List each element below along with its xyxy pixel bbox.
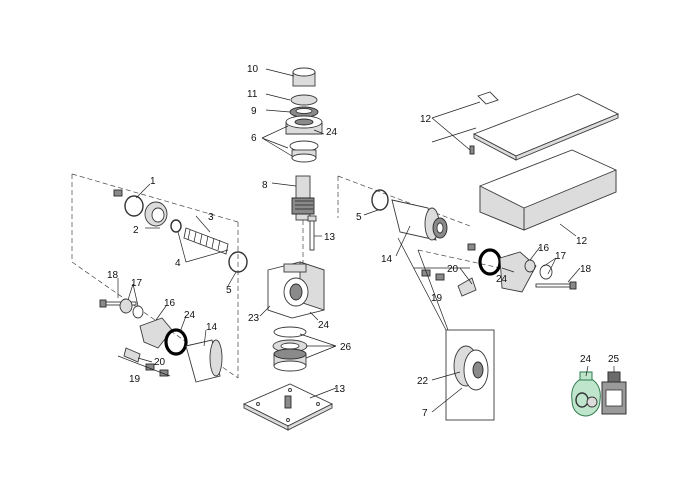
callout-5-right: 5	[356, 212, 362, 223]
callout-13-center: 13	[324, 232, 336, 243]
callout-19-left: 19	[129, 374, 141, 385]
callout-26: 26	[340, 342, 352, 353]
callout-20-right: 20	[447, 264, 459, 275]
callout-25: 25	[608, 354, 620, 365]
oring-part-5-right	[371, 189, 389, 211]
shaft-part-8	[291, 175, 315, 270]
callout-24-right: 24	[496, 274, 508, 285]
callout-6: 6	[251, 133, 257, 144]
callout-12-box: 12	[576, 236, 588, 247]
callout-24-top: 24	[326, 127, 338, 138]
left-assembly	[99, 189, 248, 383]
callout-13-base: 13	[334, 384, 346, 395]
right-dashed-frame	[337, 175, 501, 269]
callout-24-kit: 24	[580, 354, 592, 365]
callout-19-right: 19	[431, 293, 443, 304]
oring-part-24-left	[164, 328, 188, 356]
pump-housing-part-23	[267, 261, 325, 319]
elbow-part-20-right	[457, 277, 477, 297]
callout-17-left: 17	[131, 278, 143, 289]
callout-10: 10	[247, 64, 259, 75]
callout-14-right: 14	[381, 254, 393, 265]
leader-lines	[117, 68, 615, 413]
callout-4: 4	[175, 258, 181, 269]
callout-5-left: 5	[226, 285, 232, 296]
cylinder-part-14-right	[391, 199, 437, 241]
elbow-part-20	[123, 347, 141, 363]
callout-18-right: 18	[580, 264, 592, 275]
oring-part-5	[228, 251, 248, 273]
callout-16-right: 16	[538, 243, 550, 254]
seal-kit-part-24	[571, 371, 601, 417]
bearing-stack	[285, 67, 323, 163]
bottle-part-25	[601, 371, 627, 415]
callout-16-left: 16	[164, 298, 176, 309]
detail-box	[397, 237, 495, 421]
seal-part-6	[289, 140, 319, 152]
gear-teeth	[291, 197, 315, 215]
callout-22: 22	[417, 376, 429, 387]
screw-head	[113, 189, 123, 197]
callout-24-center: 24	[318, 320, 330, 331]
callout-24-left: 24	[184, 310, 196, 321]
ring-part-1	[124, 195, 144, 217]
bearing-top	[292, 67, 316, 77]
oring-part-24-right	[478, 248, 502, 276]
oring-part-4	[170, 219, 182, 233]
callout-14-left: 14	[206, 322, 218, 333]
callout-7: 7	[422, 408, 428, 419]
callout-2: 2	[133, 225, 139, 236]
callout-20-left: 20	[154, 357, 166, 368]
spring-part-3	[183, 227, 229, 255]
right-assembly	[371, 189, 577, 297]
bolt-part-13	[307, 215, 317, 251]
callout-11: 11	[247, 89, 258, 100]
callout-3: 3	[208, 212, 214, 223]
base-plate-part-13	[242, 383, 334, 431]
callout-17-right: 17	[555, 251, 567, 262]
seal-stack-part-26	[272, 326, 308, 372]
nut-part-19-right	[421, 269, 431, 277]
fitting-part-17	[119, 298, 133, 314]
callout-8: 8	[262, 180, 268, 191]
callout-labels: 10 11 9 6 24 8 13 1 2 3 4 5 23 24 26 13 …	[107, 64, 620, 419]
washer-part-11	[290, 94, 318, 106]
callout-12-top: 12	[420, 114, 432, 125]
callout-18-left: 18	[107, 270, 119, 281]
bolt-part-18-right	[535, 283, 571, 288]
fitting-part-17-right	[524, 259, 536, 273]
callout-23: 23	[248, 313, 260, 324]
callout-1: 1	[150, 176, 156, 187]
callout-9: 9	[251, 106, 257, 117]
enclosure-part-12	[469, 91, 620, 231]
clip-part-12	[477, 91, 499, 105]
